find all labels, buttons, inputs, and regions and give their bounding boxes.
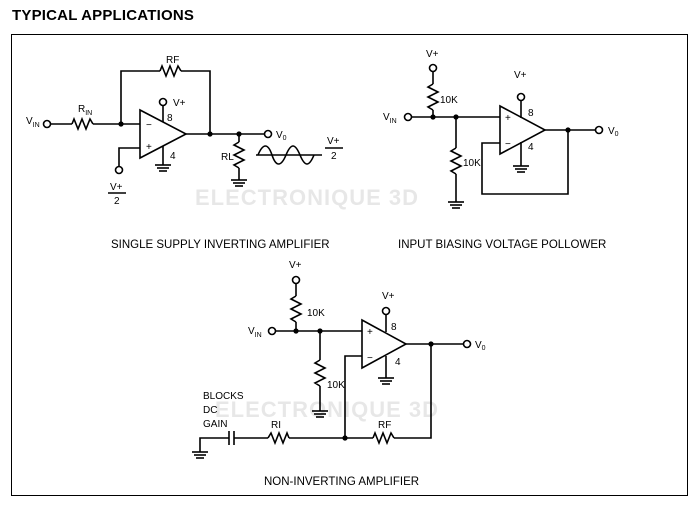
vo-terminal	[462, 339, 472, 349]
ground-icon	[155, 164, 171, 172]
vplus-terminal	[158, 97, 168, 107]
ground-icon	[378, 377, 394, 385]
node-dot	[293, 328, 299, 334]
vin-terminal	[267, 326, 277, 336]
r-bottom-resistor	[449, 147, 463, 175]
diagram-frame	[11, 34, 688, 496]
vplus-top-terminal	[428, 63, 438, 73]
vplus-terminal	[381, 306, 391, 316]
r-top-label: 10K	[440, 95, 458, 106]
opamp-1-plus: +	[146, 142, 152, 153]
opamp-1-minus: −	[146, 120, 152, 131]
node-dot	[430, 114, 436, 120]
note-line-3: GAIN	[203, 419, 227, 430]
circuit-noninverting-amplifier: V+ 10K VIN 10K + − V+ 8 4	[192, 260, 486, 488]
wave-denominator: 2	[331, 151, 337, 162]
vplus-terminal	[516, 92, 526, 102]
opamp-3	[361, 318, 408, 370]
rl-resistor	[232, 141, 246, 169]
pin8-label: 8	[391, 322, 397, 333]
vo-terminal	[594, 125, 604, 135]
pin8-label: 8	[528, 108, 534, 119]
vin-label: VIN	[383, 112, 397, 125]
r-bottom-resistor	[313, 359, 327, 387]
r-top-resistor	[426, 83, 440, 111]
vin-label: VIN	[248, 326, 262, 339]
rf-label: RF	[166, 55, 179, 66]
wave-numerator: V+	[327, 136, 340, 147]
caption-inverting: SINGLE SUPPLY INVERTING AMPLIFIER	[111, 239, 330, 251]
caption-follower: INPUT BIASING VOLTAGE POLLOWER	[398, 239, 606, 251]
pin4-label: 4	[170, 151, 176, 162]
vplus-top-terminal	[291, 275, 301, 285]
r-bottom-label: 10K	[463, 158, 481, 169]
ground-icon	[231, 179, 247, 187]
vplus-top-label: V+	[426, 49, 439, 60]
r-top-label: 10K	[307, 308, 325, 319]
vo-label: V0	[608, 126, 619, 138]
vo-terminal	[263, 129, 273, 139]
note-line-1: BLOCKS	[203, 391, 244, 402]
sine-wave-icon	[257, 145, 315, 165]
watermark-top: ELECTRONIQUE 3D	[195, 185, 419, 210]
bias-terminal	[114, 165, 124, 175]
node-dot	[207, 131, 213, 137]
opamp-2-minus: −	[505, 139, 511, 150]
r-bottom-label: 10K	[327, 380, 345, 391]
vplus-label: V+	[173, 98, 186, 109]
ground-icon	[513, 165, 529, 173]
bias-numerator: V+	[110, 182, 123, 193]
vo-label: V0	[276, 130, 287, 142]
rl-label: RL	[221, 152, 234, 163]
rin-label: RIN	[78, 104, 92, 117]
rf-resistor	[372, 430, 395, 446]
ri-label: RI	[271, 420, 281, 431]
vin-terminal	[403, 112, 413, 122]
ground-icon	[312, 410, 328, 418]
opamp-2-plus: +	[505, 113, 511, 124]
watermark-bottom: ELECTRONIQUE 3D	[215, 397, 439, 422]
opamp-3-plus: +	[367, 327, 373, 338]
vin-terminal	[42, 119, 52, 129]
vplus-top-label: V+	[289, 260, 302, 271]
rin-resistor	[71, 116, 94, 132]
pin4-label: 4	[395, 357, 401, 368]
pin4-label: 4	[528, 142, 534, 153]
opamp-2	[499, 104, 547, 156]
vplus-label: V+	[514, 70, 527, 81]
ground-icon	[192, 451, 208, 459]
note-line-2: DC	[203, 405, 217, 416]
vo-label: V0	[475, 340, 486, 352]
pin8-label: 8	[167, 113, 173, 124]
capacitor-icon	[228, 431, 235, 445]
vplus-label: V+	[382, 291, 395, 302]
page-title: TYPICAL APPLICATIONS	[12, 7, 195, 24]
r-top-resistor	[289, 295, 303, 323]
caption-noninverting: NON-INVERTING AMPLIFIER	[264, 476, 419, 488]
rf-resistor	[159, 63, 182, 79]
bias-denominator: 2	[114, 196, 120, 207]
opamp-3-minus: −	[367, 353, 373, 364]
rf-label: RF	[378, 420, 391, 431]
circuit-inverting-amplifier: VIN RIN RF − + V+ 8 4 V+ 2	[26, 55, 343, 251]
ground-icon	[448, 201, 464, 209]
circuit-voltage-follower: V+ 10K VIN 10K + − V+ 8 4	[383, 49, 619, 251]
ri-resistor	[267, 430, 290, 446]
vin-label: VIN	[26, 116, 40, 129]
